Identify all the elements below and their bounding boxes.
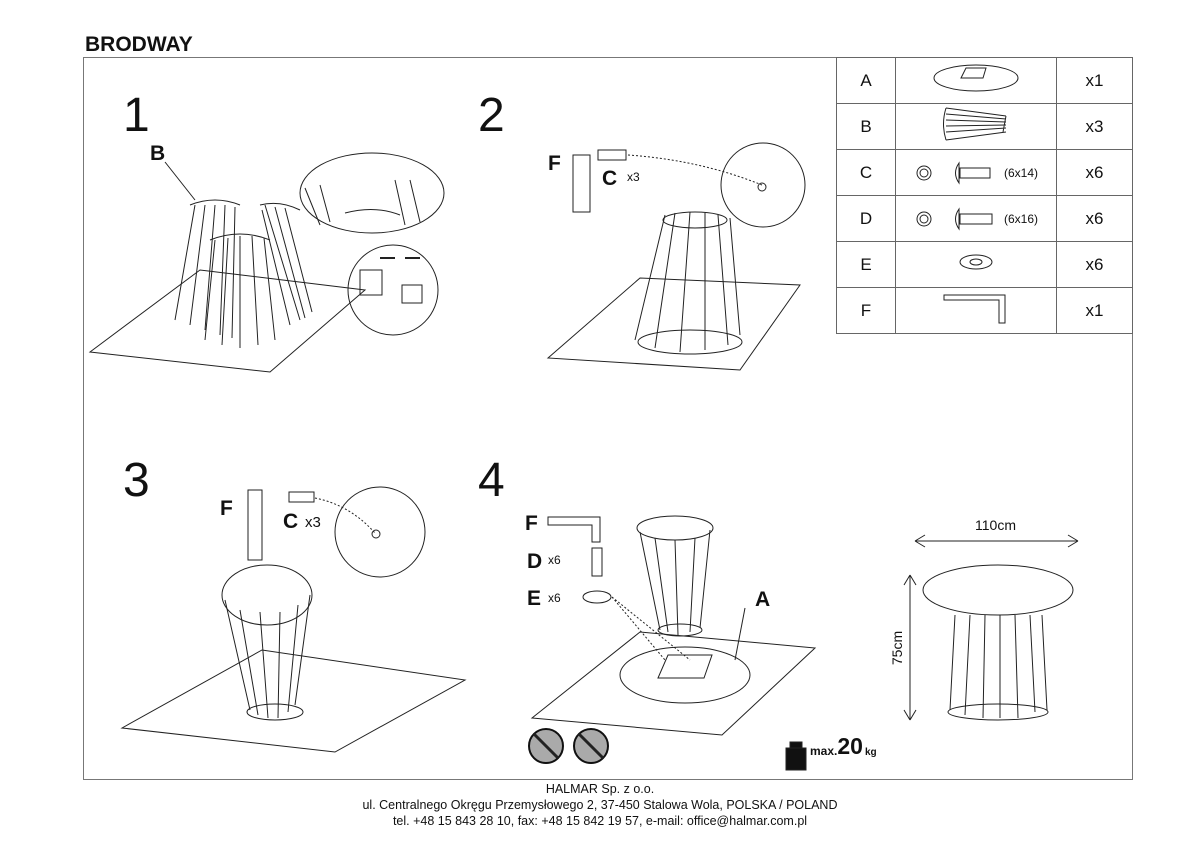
step2-illustration [546,142,806,371]
step2-key-label: F [548,152,561,175]
step4-illustration [530,515,817,736]
step-number-3: 3 [123,454,150,507]
height-arrow [903,574,917,721]
step3-qty: x3 [305,514,321,531]
part-letter: D [836,195,896,242]
step1-part-label: B [150,142,166,165]
allen-key-icon [895,287,1057,334]
max-load: max. 20 kg [785,733,877,759]
step3-illustration [120,486,467,753]
instruction-frame [83,57,1133,780]
width-arrow [914,534,1079,548]
floor-plate [88,269,367,373]
parts-row: D (6x16) x6 [836,195,1133,242]
step4-washer-qty: x6 [548,591,561,605]
part-letter: E [836,241,896,288]
bolt-icon [288,491,315,503]
part-letter: C [836,149,896,196]
bolt-icon [591,547,603,577]
no-climbing-icon [528,728,564,764]
max-load-value: 20 [837,733,863,759]
step1-illustration [88,152,445,373]
allen-key-icon [547,516,601,543]
detail-bubble [299,152,445,234]
part-letter: A [836,57,896,104]
step-number-4: 4 [478,454,505,507]
part-qty: x1 [1056,287,1133,334]
step2-bolt-label: C [602,167,618,190]
parts-row: F x1 [836,287,1133,334]
bolt-size: (6x14) [1003,165,1038,180]
parts-row: E x6 [836,241,1133,288]
step4-bolt-label: D [527,550,543,573]
final-table-illustration [903,534,1079,721]
weight-icon [785,741,807,771]
part-qty: x1 [1056,57,1133,104]
bolt-icon: (6x16) [895,195,1057,242]
parts-list: A x1 B x3 C (6x14) x6 D (6x16) x6 E x6 F… [836,57,1133,334]
parts-row: C (6x14) x6 [836,149,1133,196]
detail-circle [720,142,806,228]
step3-bolt-label: C [283,510,299,533]
leg-segment-icon [895,103,1057,150]
floor-plate [120,649,467,753]
step4-top-label: A [755,588,771,611]
parts-row: B x3 [836,103,1133,150]
footer-contact: tel. +48 15 843 28 10, fax: +48 15 842 1… [392,814,808,828]
part-qty: x6 [1056,241,1133,288]
bolt-size: (6x16) [1003,211,1038,226]
leg-segments-icon [174,199,313,348]
table-top [619,646,751,704]
step3-key-label: F [220,497,233,520]
detail-circle [334,486,426,578]
step-number-2: 2 [478,89,505,142]
step-number-1: 1 [123,89,150,142]
width-dimension: 110cm [975,517,1016,533]
part-letter: B [836,103,896,150]
detail-circle [347,244,439,336]
part-letter: F [836,287,896,334]
parts-row: A x1 [836,57,1133,104]
allen-key-icon [572,154,591,213]
bolt-icon [597,149,627,161]
max-load-unit: kg [864,747,877,758]
footer-company: HALMAR Sp. z o.o. [545,782,655,796]
product-title: BRODWAY [85,33,193,56]
allen-key-icon [247,489,263,561]
part-qty: x6 [1056,195,1133,242]
step4-bolt-qty: x6 [548,553,561,567]
part-qty: x3 [1056,103,1133,150]
step4-key-label: F [525,512,538,535]
footer-address: ul. Centralnego Okręgu Przemysłowego 2, … [362,798,838,812]
floor-plate [546,277,801,371]
washer-icon [582,590,612,604]
max-load-prefix: max. [810,744,838,758]
height-dimension: 75cm [889,630,906,666]
table-top-icon [895,57,1057,104]
no-standing-icon [573,728,609,764]
washer-icon [895,241,1057,288]
footer: HALMAR Sp. z o.o. ul. Centralnego Okręgu… [0,781,1200,829]
floor-plate [530,631,817,736]
part-qty: x6 [1056,149,1133,196]
step4-washer-label: E [527,587,542,610]
step2-qty: x3 [627,170,640,184]
bolt-icon: (6x14) [895,149,1057,196]
